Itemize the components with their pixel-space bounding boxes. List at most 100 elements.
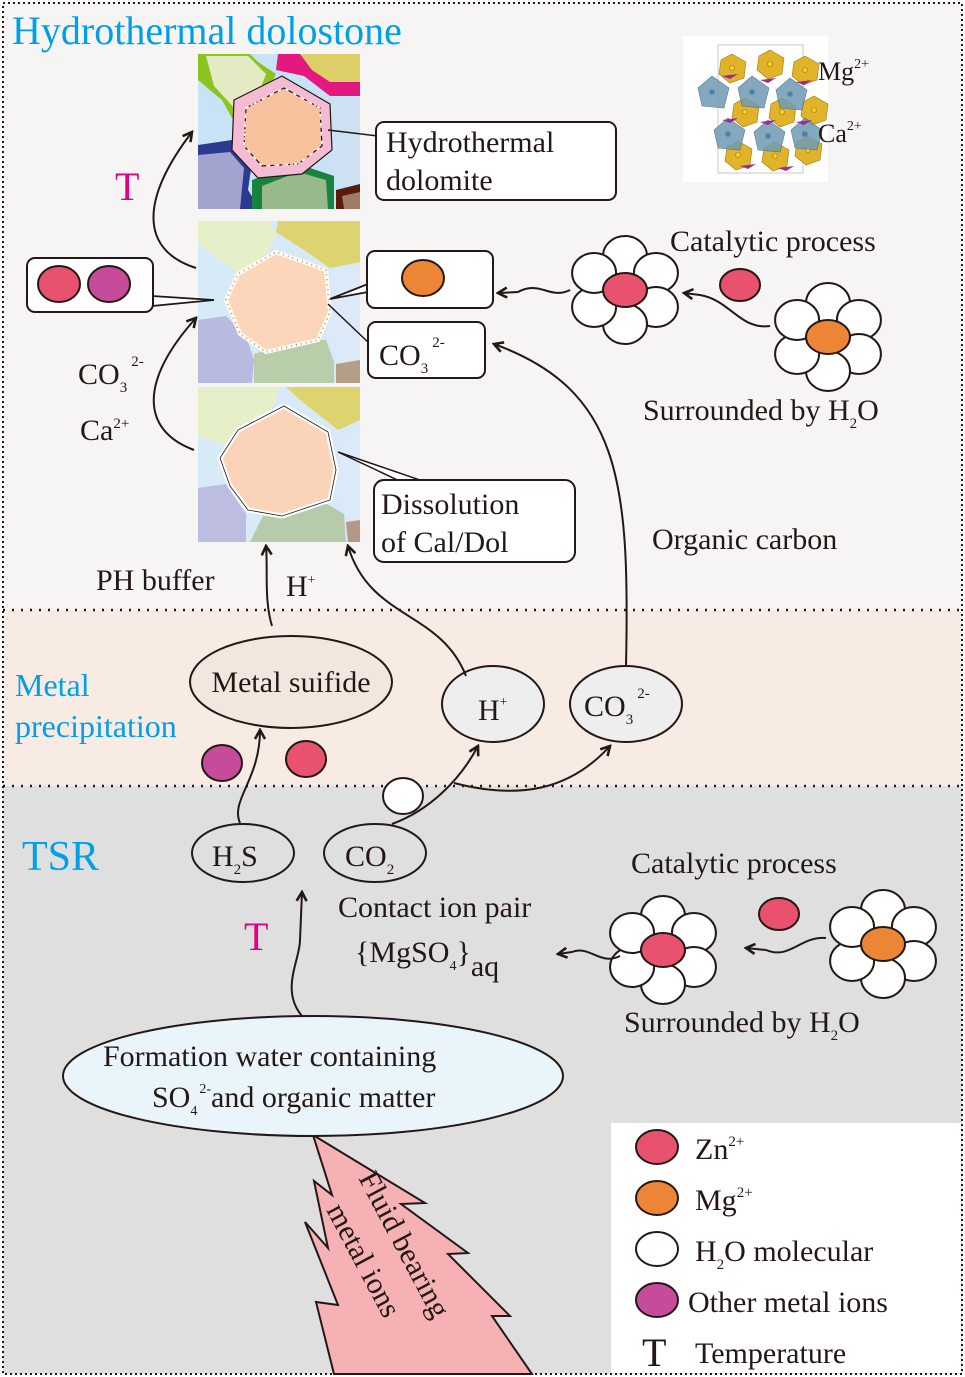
svg-text:of Cal/Dol: of Cal/Dol: [381, 526, 509, 559]
label-surrounded-lower: Surrounded by H2O: [624, 1006, 860, 1044]
legend-item-h2o: H2O molecular: [635, 1231, 873, 1273]
node-metal-sulfide: Metal suifide: [189, 635, 393, 729]
label-h-plus-upper: H+: [286, 570, 316, 603]
ca-atom: [787, 91, 793, 97]
callout-metal-ions: [26, 257, 215, 313]
callout-co3: CO32-: [327, 303, 486, 379]
ca-atom: [709, 89, 715, 95]
legend-item-mg-ion: Mg2+: [635, 1180, 753, 1217]
zone-label-metal: Metal: [15, 667, 90, 703]
carbonate-group: [778, 166, 794, 171]
other-ion-icon: [635, 1282, 679, 1318]
node-co2: CO2: [323, 823, 427, 883]
legend-item-other-ion: Other metal ions: [635, 1282, 888, 1319]
arrow-ph-buffer: [266, 546, 273, 627]
svg-text:Dissolution: Dissolution: [381, 488, 519, 521]
arrow-catalytic-upper: [684, 293, 771, 328]
arrow-co3-ca-to-middle: [152, 318, 196, 451]
carbonate-group: [722, 74, 738, 79]
label-catalytic-process-upper: Catalytic process: [670, 225, 876, 258]
arrow-cluster-to-mg-callout: [498, 288, 571, 293]
mg-atom: [767, 61, 773, 67]
legend-label: H2O molecular: [695, 1235, 873, 1273]
carbonate-group: [740, 164, 756, 169]
svg-text:H2S: H2S: [212, 840, 258, 878]
mg-ion: [401, 259, 445, 297]
arrow-cluster-to-mgso4: [558, 951, 621, 960]
legend-label: Mg2+: [695, 1184, 753, 1217]
arrow-h2s-to-sulfide: [237, 730, 260, 824]
svg-text:Hydrothermal: Hydrothermal: [386, 126, 554, 159]
node-co3: CO32-: [569, 665, 683, 743]
ca-atom: [765, 133, 771, 139]
label-ca-left: Ca2+: [80, 414, 129, 447]
legend-label: Temperature: [695, 1337, 846, 1370]
arrow-organic-carbon: [494, 344, 628, 667]
free-zn-ion: [758, 897, 800, 931]
h2o-molecule: [382, 777, 424, 815]
fluid-plume: Fluid bearing metal ions: [304, 1132, 534, 1375]
node-formation-water: Formation water containing SO42-and orga…: [62, 1015, 564, 1137]
ca-atom: [802, 131, 808, 137]
legend-label: Other metal ions: [688, 1286, 888, 1319]
svg-text:H+: H+: [478, 694, 508, 727]
free-zn-ion: [719, 268, 761, 302]
mg-atom: [802, 67, 808, 73]
mg-ion: [805, 319, 851, 355]
mg-ion: [860, 926, 906, 962]
svg-text:dolomite: dolomite: [386, 164, 493, 197]
callout-dissolution: Dissolution of Cal/Dol: [337, 451, 576, 563]
hydrated-zn-cluster: [571, 235, 679, 345]
mg-atom: [811, 107, 817, 113]
svg-text:CO2: CO2: [345, 840, 394, 878]
svg-text:CO32-: CO32-: [584, 686, 650, 728]
h2o-icon: [635, 1231, 679, 1267]
zn-ion: [602, 272, 648, 308]
temperature-symbol: T: [115, 164, 139, 209]
zn-ion: [37, 265, 81, 303]
crystal-ion-mg: Mg2+: [818, 57, 869, 86]
zn-ion: [285, 740, 327, 778]
carbonate-group: [760, 78, 776, 83]
arrow-co2-to-h-plus: [391, 746, 478, 825]
label-catalytic-process-lower: Catalytic process: [631, 847, 837, 880]
hydrated-mg-cluster: [829, 889, 937, 999]
callout-mg-ion: [329, 250, 494, 309]
temperature-symbol: T: [244, 914, 268, 959]
label-organic-carbon: Organic carbon: [652, 523, 837, 556]
zone-label-tsr: TSR: [22, 834, 99, 880]
label-mgso4: {MgSO4}aq: [355, 936, 499, 983]
dolomite-crystal-structure: [683, 36, 829, 182]
grain-panel-hydrothermal-dolomite: [198, 54, 360, 209]
label-ph-buffer: PH buffer: [96, 564, 215, 597]
ca-atom: [725, 131, 731, 137]
carbonate-group: [796, 80, 812, 85]
legend-item-zn-ion: Zn2+: [635, 1129, 744, 1166]
callout-hydrothermal-dolomite: Hydrothermal dolomite: [327, 121, 617, 201]
mg-atom: [772, 153, 778, 159]
label-co3-left: CO32-: [78, 354, 144, 396]
carbonate-group: [796, 120, 812, 125]
arrow-co2-to-co3: [453, 746, 610, 792]
node-h-plus: H+: [441, 665, 545, 743]
mg-atom: [742, 109, 748, 115]
mg-atom: [735, 152, 741, 158]
zone-label-hydrothermal: Hydrothermal dolostone: [12, 8, 402, 53]
arrow-h-plus-to-dissolution: [348, 546, 467, 677]
arrow-formation-water-to-co2: [290, 892, 302, 1017]
hydrated-zn-cluster: [609, 895, 717, 1005]
svg-text:Metal suifide: Metal suifide: [211, 666, 370, 699]
legend-label: Zn2+: [695, 1133, 744, 1166]
other-metal-ion: [201, 744, 243, 782]
label-surrounded-upper: Surrounded by H2O: [643, 394, 879, 432]
grain-panel-dolomitization: [198, 221, 360, 383]
mg-atom: [779, 109, 785, 115]
carbonate-group: [722, 118, 738, 123]
zn-ion-icon: [635, 1129, 679, 1165]
label-contact-ion-pair: Contact ion pair: [338, 891, 531, 924]
ca-atom: [749, 89, 755, 95]
zn-ion: [640, 932, 686, 968]
other-metal-ion: [87, 265, 131, 303]
